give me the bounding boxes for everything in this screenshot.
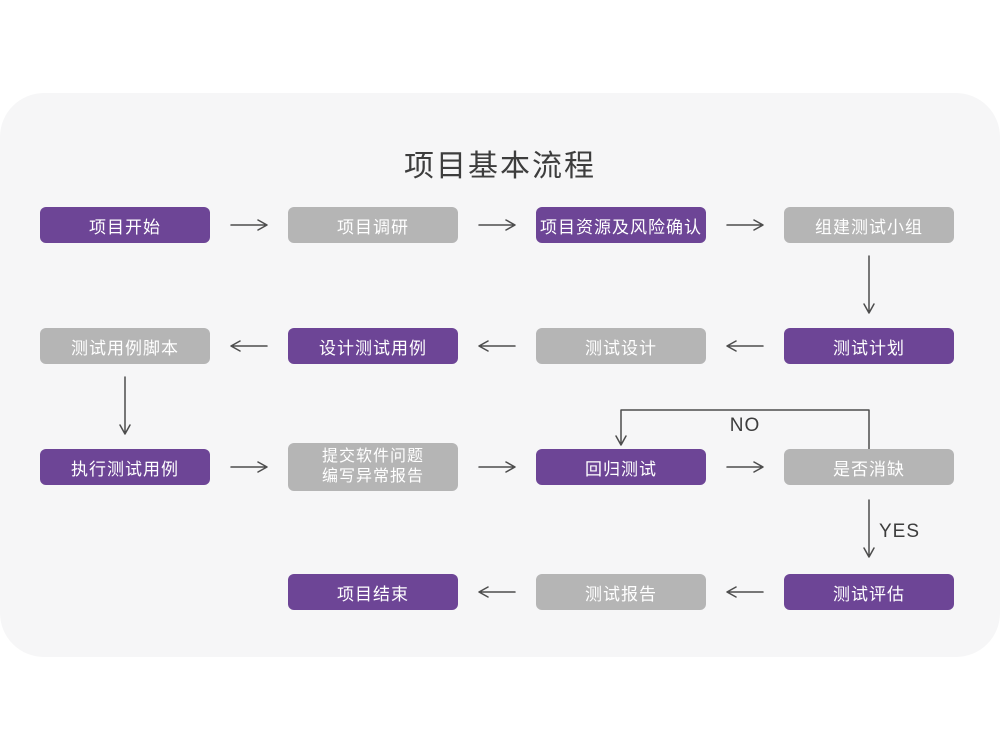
page-title: 项目基本流程	[404, 150, 596, 183]
branch-label-no: NO	[729, 415, 761, 436]
node-execute-test-case: 执行测试用例	[40, 449, 210, 485]
branch-label-yes: YES	[879, 521, 921, 542]
node-project-end: 项目结束	[288, 574, 458, 610]
flowchart-card	[0, 93, 1000, 657]
node-line-1: 提交软件问题	[321, 448, 424, 465]
node-defect-cleared: 是否消缺	[784, 449, 954, 485]
node-regression-test: 回归测试	[536, 449, 706, 485]
node-build-test-team: 组建测试小组	[784, 207, 954, 243]
node-resources-risk: 项目资源及风险确认	[536, 207, 706, 243]
node-line-2: 编写异常报告	[321, 468, 424, 485]
node-design-test-case: 设计测试用例	[288, 328, 458, 364]
node-test-report: 测试报告	[536, 574, 706, 610]
node-project-research: 项目调研	[288, 207, 458, 243]
node-project-start: 项目开始	[40, 207, 210, 243]
node-submit-issue-report: 提交软件问题 编写异常报告	[288, 443, 458, 491]
node-test-design: 测试设计	[536, 328, 706, 364]
node-test-evaluation: 测试评估	[784, 574, 954, 610]
node-test-plan: 测试计划	[784, 328, 954, 364]
node-test-case-script: 测试用例脚本	[40, 328, 210, 364]
